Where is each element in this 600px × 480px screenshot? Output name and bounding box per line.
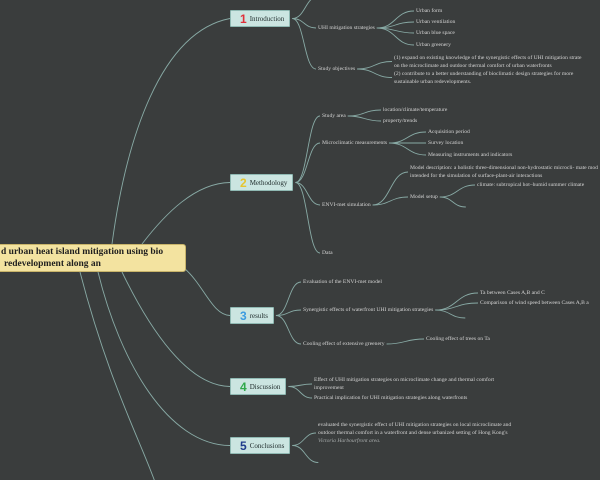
connector [389,131,427,144]
subtopic-line: evaluated the synergistic effect of UHI … [318,422,512,428]
subtopic-location-climate[interactable]: location/climate/temperature [383,106,448,113]
subtopic-evaluation-envi-met[interactable]: Evaluation of the ENVI-met model [303,278,382,285]
connector [292,0,312,19]
subtopic-effect-of-strategies[interactable]: Effect of UHI mitigation strategies on m… [314,376,494,392]
connector [372,171,409,206]
connector [288,386,313,399]
subtopic-line: Effect of UHI mitigation strategies on m… [314,377,495,383]
connector [275,315,302,345]
subtopic-practical-implication[interactable]: Practical implication for UHI mitigation… [314,394,468,401]
subtopic-line: improvement [314,385,344,391]
subtopic-ta-between-cases[interactable]: Ta between Cases A,B and C [480,289,545,296]
number-2-marker-icon: 2 [240,175,247,190]
subtopic-measuring-instruments[interactable]: Measuring instruments and indicators [428,151,513,158]
connector [295,182,321,206]
topic-label: results [249,311,268,320]
subtopic-uhi-mitigation-strategies[interactable]: UHI mitigation strategies [318,24,375,31]
topic-label: Methodology [249,178,288,187]
subtopic-model-description[interactable]: Model description: a holistic three-dime… [410,164,598,180]
number-3-marker-icon: 3 [240,308,247,323]
connector [295,142,321,183]
connector [372,196,409,206]
connector [295,182,321,254]
connector [435,302,479,311]
subtopic-microclimatic-measurements[interactable]: Microclimatic measurements [322,139,388,146]
subtopic-line: intended for the simulation of surface-p… [410,173,543,179]
connector [357,68,393,78]
connector [292,445,319,463]
connector [141,182,231,245]
connector [183,267,231,316]
connector [97,271,231,446]
subtopic-line: outdoor thermal comfort in a waterfront … [318,430,508,436]
subtopic-survey-location[interactable]: Survey location [428,139,464,146]
connector [111,18,231,245]
subtopic-urban-greenery[interactable]: Urban greenery [416,41,451,48]
subtopic-study-objectives[interactable]: Study objectives [318,65,356,72]
subtopic-line: Model description: a holistic three-dime… [410,165,598,171]
connector [288,383,313,387]
connector [292,432,317,446]
subtopic-synergistic-effects[interactable]: Synergistic effects of waterfront UHI mi… [303,306,434,313]
number-5-marker-icon: 5 [240,438,247,453]
subtopic-urban-form[interactable]: Urban form [416,7,443,14]
connector [295,115,321,183]
connector [389,142,427,156]
number-1-marker-icon: 1 [240,11,247,26]
topic-label: Introduction [249,14,285,23]
subtopic-property-trends[interactable]: property/trends [383,117,418,124]
connector [435,292,479,311]
connector [347,115,382,122]
connector [435,309,466,319]
central-topic-line: d urban heat island mitigation using bio [1,247,164,257]
subtopic-line: (1) expand on existing knowledge of the … [394,54,582,61]
connector [347,109,382,117]
connector [439,196,466,208]
subtopic-data[interactable]: Data [322,249,333,256]
subtopic-study-area[interactable]: Study area [322,112,346,119]
subtopic-objective-2[interactable]: (2) contribute to a better understanding… [394,70,573,86]
subtopic-line: (2) contribute to a better understanding… [394,70,574,77]
subtopic-cooling-greenery[interactable]: Cooling effect of extensive greenery [303,340,385,347]
connector [79,271,155,480]
number-4-marker-icon: 4 [240,379,247,394]
subtopic-line: on the microclimate and outdoor thermal … [394,62,552,69]
subtopic-conclusion-summary[interactable]: evaluated the synergistic effect of UHI … [318,421,511,445]
subtopic-climate[interactable]: climate: subtropical hot–humid summer cl… [477,181,585,188]
subtopic-model-setup[interactable]: Model setup [410,193,438,200]
connector [357,61,393,70]
topic-methodology[interactable]: 2 Methodology [230,174,294,191]
subtopic-line: Victoria Harbourfront area. [318,438,381,444]
connector [292,18,317,29]
connector [439,184,476,198]
connector [292,18,317,70]
connector [376,27,415,46]
central-topic[interactable]: d urban heat island mitigation using bio… [0,244,186,272]
topic-label: Discussion [249,382,281,391]
connector [275,281,302,316]
subtopic-envi-met-simulation[interactable]: ENVI-met simulation [322,201,371,208]
central-topic-line: redevelopment along an [4,258,101,269]
topic-results[interactable]: 3 results [230,307,274,324]
subtopic-wind-speed-comparison[interactable]: Comparison of wind speed between Cases A… [480,299,589,306]
subtopic-urban-ventilation[interactable]: Urban ventilation [416,18,456,25]
connector [275,309,302,316]
topic-conclusions[interactable]: 5 Conclusions [230,437,291,454]
subtopic-urban-blue-space[interactable]: Urban blue space [416,29,455,36]
topic-label: Conclusions [249,441,285,450]
connector [121,271,231,387]
topic-introduction[interactable]: 1 Introduction [230,10,291,27]
subtopic-objective-1[interactable]: (1) expand on existing knowledge of the … [394,54,581,70]
subtopic-acquisition-period[interactable]: Acquisition period [428,128,470,135]
connector [386,338,425,345]
topic-discussion[interactable]: 4 Discussion [230,378,287,395]
subtopic-cooling-trees[interactable]: Cooling effect of trees on Ta [426,335,490,342]
subtopic-line: sustainable urban redevelopments. [394,78,472,85]
